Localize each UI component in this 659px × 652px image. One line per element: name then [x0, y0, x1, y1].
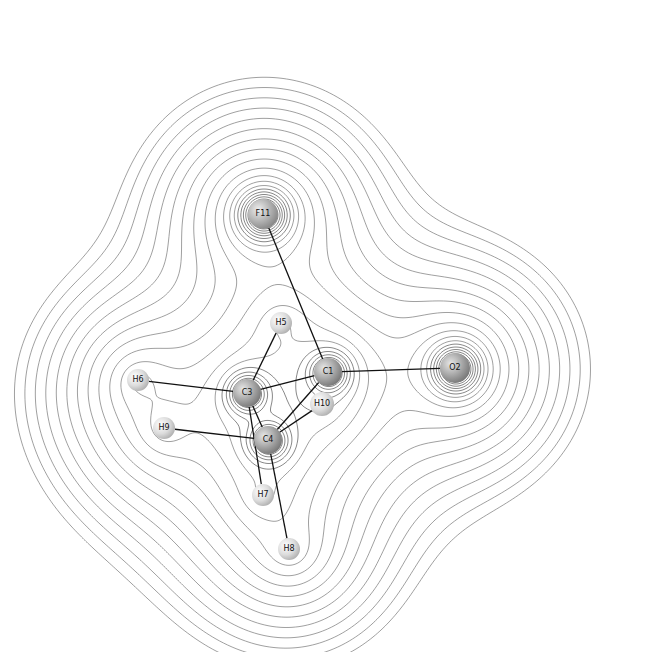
density-contour [121, 176, 493, 566]
density-contour [88, 149, 519, 596]
atom-sphere: C3 [233, 379, 261, 407]
bond-line [149, 381, 233, 391]
atom-sphere: C1 [314, 358, 342, 386]
density-contour [25, 88, 580, 652]
atom-label: H7 [257, 491, 268, 499]
atom-label: H8 [283, 545, 294, 553]
density-contour [232, 197, 473, 457]
atom-label: F11 [256, 210, 271, 218]
density-contour [132, 181, 488, 555]
density-contour [110, 168, 500, 576]
density-contour [226, 192, 478, 464]
bond-line [342, 368, 440, 371]
atom-label: O2 [449, 364, 460, 372]
atom-sphere: H6 [127, 369, 149, 391]
bond-line [175, 429, 254, 438]
density-contour [235, 199, 471, 454]
atom-label: C3 [242, 389, 253, 397]
bond-line [261, 376, 315, 390]
atom-label: C1 [323, 368, 334, 376]
atom-sphere: H7 [252, 484, 274, 506]
atom-sphere: C4 [254, 426, 282, 454]
density-contour [239, 203, 467, 450]
atom-label: H10 [314, 400, 330, 408]
density-contour [237, 201, 469, 452]
atom-label: H5 [275, 319, 286, 327]
density-contour [99, 159, 509, 586]
atom-sphere: H10 [310, 392, 334, 416]
atom-sphere: H5 [270, 312, 292, 334]
atom-label: C4 [263, 436, 274, 444]
density-contour [241, 205, 465, 448]
density-contour [46, 108, 560, 638]
density-contour [67, 129, 539, 618]
atom-sphere: F11 [248, 199, 278, 229]
bond-line [269, 228, 323, 359]
atom-sphere: O2 [440, 353, 470, 383]
atom-label: H9 [158, 424, 169, 432]
density-contour [14, 77, 590, 652]
density-contour [261, 212, 458, 370]
bond-line [253, 333, 276, 381]
density-contour [243, 207, 463, 446]
density-contour [222, 189, 481, 469]
density-contour [77, 139, 528, 607]
atom-sphere: H9 [153, 417, 175, 439]
density-contour [56, 118, 549, 627]
density-contour [245, 209, 461, 444]
density-contour [35, 98, 570, 648]
atom-sphere: H8 [278, 538, 300, 560]
bond-line [253, 406, 263, 427]
density-contour [230, 195, 476, 460]
density-contour [215, 186, 484, 503]
atom-label: H6 [132, 376, 143, 384]
density-contour [259, 211, 459, 443]
bond-line [280, 411, 312, 433]
